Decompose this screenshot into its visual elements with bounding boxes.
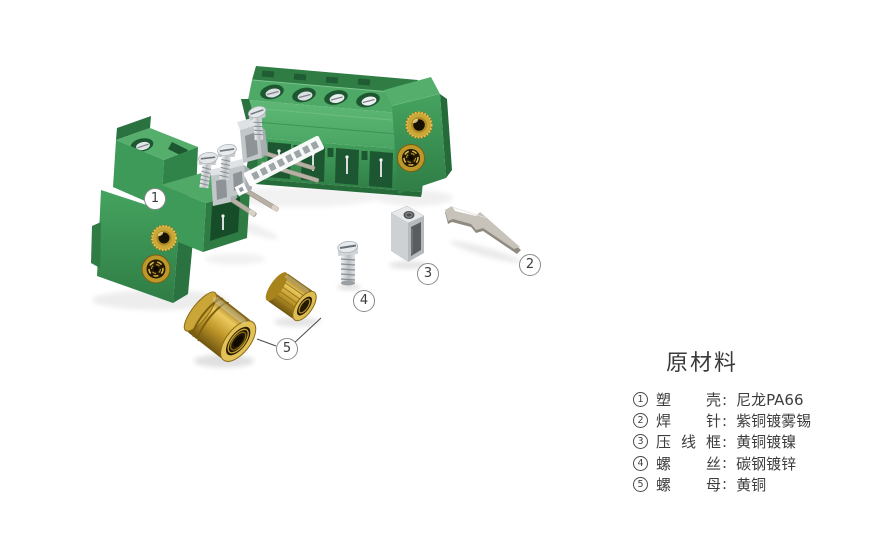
colon: :	[722, 432, 728, 451]
callout-1: 1	[144, 188, 166, 210]
callout-4: 4	[353, 290, 375, 312]
callout-2: 2	[519, 254, 541, 276]
clamp-screw-right	[217, 143, 237, 181]
item-number-badge: 5	[633, 476, 648, 492]
colon: :	[722, 411, 728, 430]
large-terminal-block	[237, 66, 452, 197]
knurled-bushing-small	[151, 225, 177, 251]
item-number-badge: 3	[633, 434, 648, 450]
item-number-badge: 2	[633, 413, 648, 429]
material-row-2: 2 焊针 : 紫铜镀雾锡	[631, 410, 877, 431]
threaded-insert	[397, 144, 425, 172]
large-block-screw	[247, 105, 267, 141]
small-terminal-block	[91, 116, 250, 303]
material-row-4: 4 螺丝 : 碳钢镀锌	[631, 453, 877, 474]
screw-part	[337, 240, 359, 286]
wire-clamp-frame-part	[390, 205, 425, 262]
material-name: 塑壳	[656, 391, 721, 410]
colon: :	[722, 475, 728, 494]
shadows	[92, 187, 522, 368]
materials-title: 原材料	[666, 351, 739, 376]
colon: :	[722, 454, 728, 473]
material-name: 螺丝	[656, 454, 721, 473]
materials-list: 1 塑壳 : 尼龙PA66 2 焊针 : 紫铜镀雾锡 3 压线框 : 黄铜镀镍 …	[631, 389, 877, 495]
material-value: 黄铜	[736, 475, 767, 494]
brand-watermark	[234, 135, 325, 197]
material-name: 焊针	[656, 412, 721, 431]
materials-legend: 原材料 1 塑壳 : 尼龙PA66 2 焊针 : 紫铜镀雾锡 3 压线框 : 黄…	[631, 350, 877, 495]
callout-5: 5	[276, 338, 298, 360]
material-row-3: 3 压线框 : 黄铜镀镍	[631, 431, 877, 452]
material-value: 黄铜镀镍	[736, 433, 797, 452]
material-name: 螺母	[656, 475, 721, 494]
material-row-5: 5 螺母 : 黄铜	[631, 474, 877, 495]
material-value: 碳钢镀锌	[736, 454, 797, 473]
material-value: 紫铜镀雾锡	[736, 412, 812, 431]
flange	[384, 77, 452, 194]
solder-pin-part	[445, 206, 521, 254]
material-value: 尼龙PA66	[736, 391, 804, 410]
material-row-1: 1 塑壳 : 尼龙PA66	[631, 389, 877, 410]
material-name: 压线框	[656, 433, 721, 452]
callout-3: 3	[417, 263, 439, 285]
knurled-bushing	[405, 111, 433, 139]
clamp-screw-left	[198, 152, 218, 189]
brass-nut-small	[265, 272, 317, 322]
colon: :	[722, 390, 728, 409]
leader-lines	[256, 317, 322, 347]
item-number-badge: 1	[633, 392, 648, 408]
brass-nut-large	[183, 291, 257, 362]
threaded-insert-small	[141, 254, 171, 284]
item-number-badge: 4	[633, 455, 648, 471]
